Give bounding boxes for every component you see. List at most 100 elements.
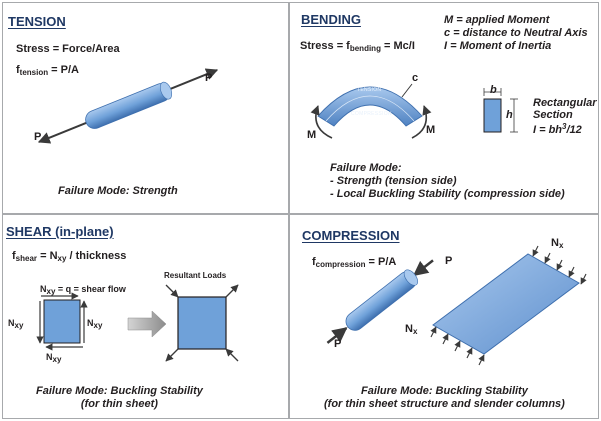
bending-section-formula-lhs: I = bh bbox=[533, 124, 563, 136]
shear-formula-f: f bbox=[12, 250, 16, 262]
bending-moment-left: M bbox=[307, 129, 317, 141]
compression-panel-sheet bbox=[432, 253, 580, 355]
shear-failure-mode: Failure Mode: Buckling Stability (for th… bbox=[36, 385, 203, 411]
shear-top-n: N bbox=[40, 284, 47, 294]
tension-f-sub: tension bbox=[19, 68, 49, 77]
bending-moment-right: M bbox=[426, 124, 436, 136]
shear-bottom-n: N bbox=[46, 352, 53, 362]
compression-nx-top-n: N bbox=[551, 237, 559, 249]
shear-resultant-arrow-bl bbox=[165, 348, 179, 362]
bending-section-title2: Section bbox=[533, 109, 573, 121]
bending-stress-sub: bending bbox=[349, 44, 381, 53]
bending-section-b: b bbox=[490, 84, 497, 96]
tension-stress-formula: Stress = Force/Area bbox=[16, 43, 120, 55]
bending-label-c: c bbox=[412, 72, 419, 84]
compression-failure-1: Failure Mode: Buckling Stability bbox=[360, 385, 528, 397]
shear-bottom-label: Nxy bbox=[46, 352, 61, 364]
shear-formula-rest: / thickness bbox=[66, 250, 127, 262]
shear-resultant-arrow-tr bbox=[225, 284, 239, 298]
shear-bottom-sub: xy bbox=[52, 355, 62, 364]
bending-section-rect bbox=[483, 98, 502, 133]
compression-formula: fcompression = P/A bbox=[312, 256, 396, 269]
bending-legend-c: c = distance to Neutral Axis bbox=[444, 27, 588, 39]
shear-right-sub: xy bbox=[93, 321, 103, 330]
compression-nx-top-sub: x bbox=[558, 241, 564, 250]
bending-section-h: h bbox=[506, 109, 513, 122]
shear-panel bbox=[2, 214, 289, 419]
bending-failure-mode: Failure Mode: - Strength (tension side) … bbox=[330, 162, 565, 201]
shear-formula-eq-sub: xy bbox=[57, 254, 67, 263]
tension-f: f bbox=[16, 64, 20, 76]
shear-left-label: Nxy bbox=[8, 318, 23, 330]
bending-moment-left-arrow bbox=[310, 105, 333, 139]
shear-title: SHEAR (in-plane) bbox=[6, 224, 114, 239]
tension-title: TENSION bbox=[8, 14, 66, 29]
shear-formula-eq: = N bbox=[37, 250, 58, 262]
bending-section-caption: Rectangular Section I = bh3/12 bbox=[533, 97, 597, 136]
compression-load-p-top: P bbox=[445, 255, 453, 267]
tension-failure-mode: Failure Mode: Strength bbox=[58, 185, 178, 197]
compression-nx-bottom: Nx bbox=[405, 323, 417, 336]
bending-panel bbox=[289, 2, 599, 214]
shear-formula: fshear = Nxy / thickness bbox=[12, 250, 126, 263]
bending-moment-right-arrow bbox=[411, 105, 432, 139]
compression-panel-arrows-bottom bbox=[430, 326, 485, 366]
compression-column-end bbox=[403, 269, 419, 286]
bending-failure-1: - Strength (tension side) bbox=[330, 175, 457, 187]
shear-resultant-element bbox=[177, 296, 227, 350]
bending-beam bbox=[317, 86, 423, 127]
compression-formula-rest: = P/A bbox=[365, 256, 397, 268]
shear-failure-1: Failure Mode: Buckling Stability bbox=[36, 385, 203, 397]
shear-top-sub: xy bbox=[46, 287, 56, 296]
shear-right-label: Nxy bbox=[87, 318, 102, 330]
bending-section-title1: Rectangular bbox=[533, 97, 597, 109]
shear-left-sub: xy bbox=[14, 321, 24, 330]
bending-failure-2: - Local Buckling Stability (compression … bbox=[330, 188, 565, 200]
shear-resultant-label: Resultant Loads bbox=[164, 271, 227, 280]
bending-legend-i: I = Moment of Inertia bbox=[444, 40, 552, 52]
shear-top-rest: = q = shear flow bbox=[55, 284, 126, 294]
compression-nx-bottom-n: N bbox=[405, 323, 413, 335]
bending-neutral-line bbox=[325, 95, 415, 122]
bending-stress-rest: = Mc/I bbox=[380, 40, 415, 52]
compression-formula-f: f bbox=[312, 256, 316, 268]
shear-failure-2: (for thin sheet) bbox=[80, 398, 158, 410]
shear-formula-sub: shear bbox=[15, 254, 38, 263]
bending-stress-lhs: Stress = f bbox=[300, 40, 350, 52]
compression-column-load-bottom bbox=[326, 327, 348, 344]
compression-formula-sub: compression bbox=[315, 260, 366, 269]
tension-load-p-right: P bbox=[205, 72, 213, 84]
shear-transition-arrow bbox=[127, 310, 167, 338]
shear-top-label: Nxy = q = shear flow bbox=[40, 284, 126, 296]
compression-panel bbox=[289, 214, 599, 419]
compression-title: COMPRESSION bbox=[302, 228, 400, 243]
bending-c-pointer bbox=[401, 83, 413, 98]
bending-section-formula: I = bh3/12 bbox=[533, 121, 597, 136]
compression-column-load-top bbox=[412, 259, 434, 277]
tension-panel bbox=[2, 2, 289, 214]
compression-panel-arrows-top bbox=[532, 245, 587, 285]
bending-section-formula-rest: /12 bbox=[566, 124, 582, 136]
bending-section-formula-sup: 3 bbox=[562, 122, 567, 131]
shear-element bbox=[43, 299, 81, 344]
bending-stress-formula: Stress = fbending = Mc/I bbox=[300, 40, 415, 53]
bending-legend: M = applied Moment c = distance to Neutr… bbox=[444, 14, 588, 53]
bending-compression-label: COMPRESSION bbox=[351, 111, 392, 117]
compression-nx-top: Nx bbox=[551, 237, 563, 250]
compression-failure-2: (for thin sheet structure and slender co… bbox=[324, 398, 565, 410]
tension-bar-end bbox=[159, 81, 173, 100]
compression-failure-mode: Failure Mode: Buckling Stability (for th… bbox=[324, 385, 565, 411]
bending-failure-title: Failure Mode: bbox=[330, 162, 402, 174]
shear-resultant-arrow-tl bbox=[165, 284, 179, 298]
bending-legend-m: M = applied Moment bbox=[444, 14, 550, 26]
shear-right-n: N bbox=[87, 318, 94, 328]
compression-nx-bottom-sub: x bbox=[412, 327, 418, 336]
tension-load-p-left: P bbox=[34, 131, 42, 143]
compression-load-p-bottom: P bbox=[334, 338, 342, 350]
shear-left-n: N bbox=[8, 318, 15, 328]
bending-title: BENDING bbox=[301, 12, 361, 27]
bending-tension-label: TENSION bbox=[357, 87, 382, 93]
